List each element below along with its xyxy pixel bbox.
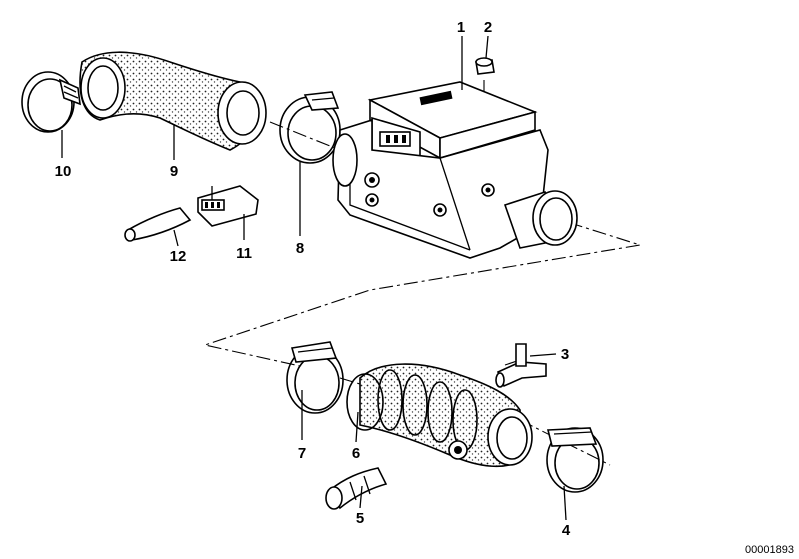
callouts: 1 2 3 4 5 6 7 8 9 10 11 12 — [55, 19, 571, 539]
leader-lines — [61, 35, 567, 521]
callout-11: 11 — [236, 245, 252, 262]
reference-number: 00001893 — [745, 544, 794, 556]
callout-10: 10 — [55, 163, 72, 180]
callout-12: 12 — [170, 248, 187, 265]
callout-5: 5 — [356, 510, 364, 527]
callout-8: 8 — [296, 240, 304, 257]
callout-2: 2 — [484, 19, 492, 36]
part-12-rubber-boot — [124, 207, 192, 242]
part-2-cap — [475, 57, 495, 75]
part-3-elbow-fitting — [495, 343, 547, 388]
part-8-hose-clamp — [279, 91, 341, 164]
part-6-bellows-hose — [346, 363, 533, 468]
callout-3: 3 — [561, 346, 569, 363]
callout-4: 4 — [562, 522, 571, 539]
part-11-connector-plug — [197, 185, 259, 227]
part-9-intake-boot — [79, 51, 267, 151]
callout-6: 6 — [352, 445, 360, 462]
part-4-hose-clamp — [546, 427, 604, 493]
callout-9: 9 — [170, 163, 178, 180]
part-5-elbow-hose — [325, 467, 388, 510]
part-7-hose-clamp — [286, 341, 344, 414]
callout-7: 7 — [298, 445, 306, 462]
part-1-air-flow-meter — [332, 81, 578, 259]
callout-1: 1 — [457, 19, 465, 36]
part-10-hose-clamp — [21, 71, 81, 133]
